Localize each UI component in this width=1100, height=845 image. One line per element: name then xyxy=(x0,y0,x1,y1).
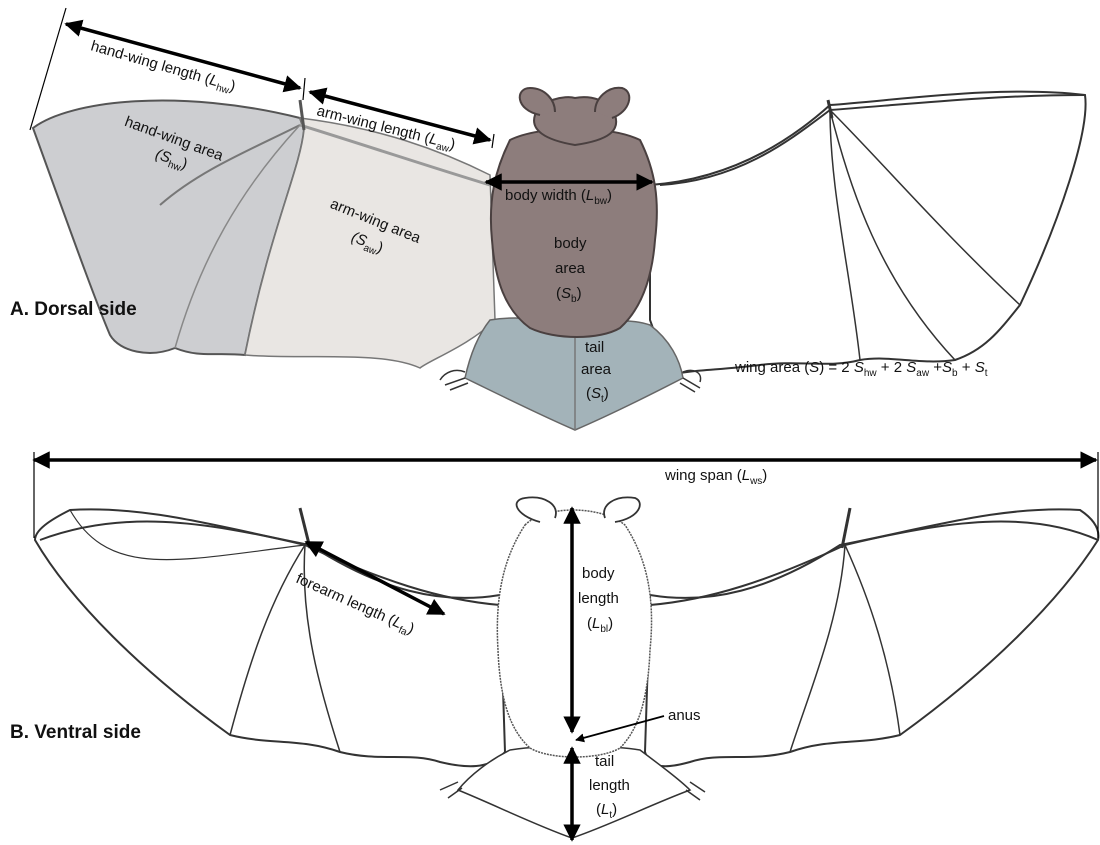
section-b-title: B. Ventral side xyxy=(10,722,141,743)
wing-span-label: wing span (Lws) xyxy=(664,467,767,487)
svg-text:length: length xyxy=(578,590,619,607)
svg-text:body: body xyxy=(582,565,615,582)
svg-text:area: area xyxy=(555,260,586,277)
body-area-region xyxy=(491,129,657,337)
svg-text:area: area xyxy=(581,361,612,378)
wing-area-formula: wing area (S) = 2 Shw + 2 Saw +Sb + St xyxy=(734,359,988,379)
right-ear xyxy=(595,88,629,118)
anus-label: anus xyxy=(668,707,701,724)
hand-wing-length-label: hand-wing length (Lhw) xyxy=(88,38,237,98)
ventral-bat-illustration xyxy=(35,497,1098,838)
section-a-title: A. Dorsal side xyxy=(10,299,137,320)
right-wing-outline xyxy=(650,92,1086,375)
ventral-tail-membrane xyxy=(458,747,690,838)
svg-text:tail: tail xyxy=(585,339,604,356)
ventral-right-wing xyxy=(645,509,1098,766)
svg-text:length: length xyxy=(589,777,630,794)
svg-text:body: body xyxy=(554,235,587,252)
left-ear xyxy=(520,88,555,115)
ventral-body xyxy=(497,510,651,757)
svg-text:tail: tail xyxy=(595,753,614,770)
